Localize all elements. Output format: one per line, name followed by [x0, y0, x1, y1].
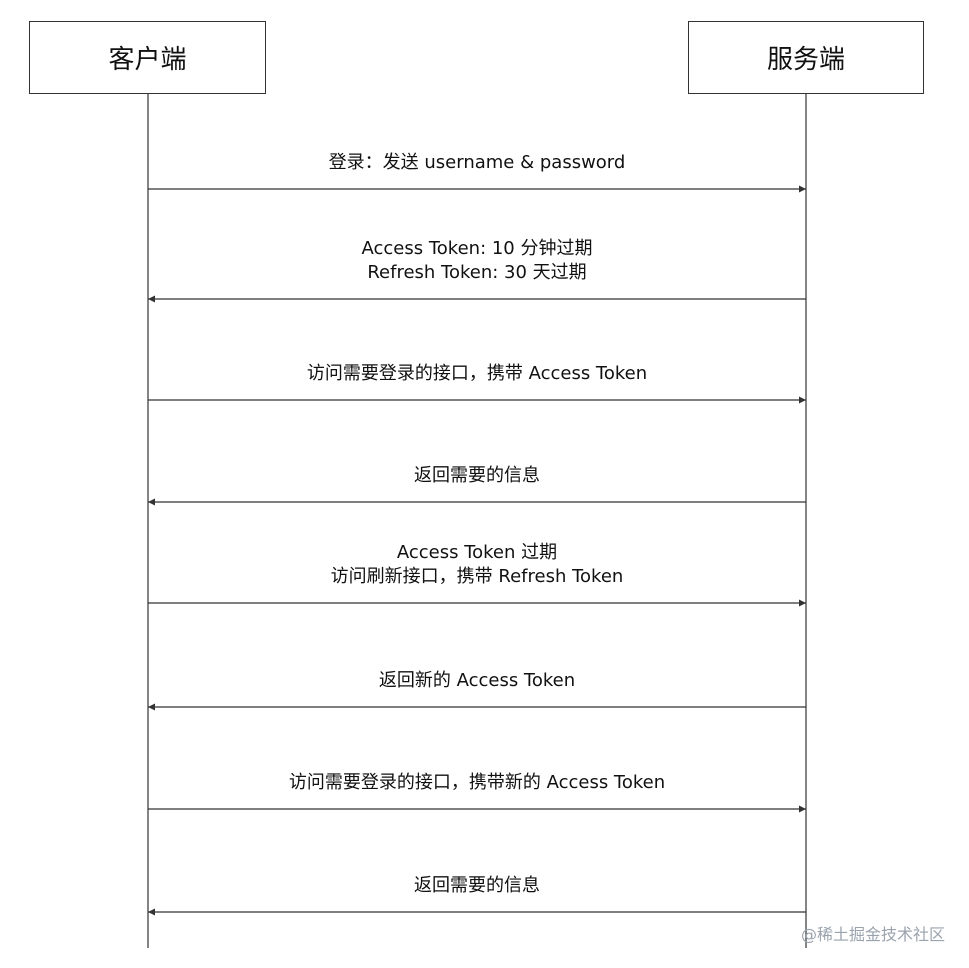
message-label-7-line-1: 访问需要登录的接口，携带新的 Access Token	[288, 772, 666, 793]
message-label-1-line-1: 登录：发送 username & password	[328, 152, 626, 173]
message-label-2-line-1: Access Token: 10 分钟过期	[361, 238, 593, 259]
message-label-4-line-1: 返回需要的信息	[414, 465, 540, 486]
message-label-2-line-2: Refresh Token: 30 天过期	[367, 262, 587, 283]
message-label-8-line-1: 返回需要的信息	[414, 875, 540, 896]
actor-server-label: 服务端	[766, 45, 845, 75]
message-label-3-line-1: 访问需要登录的接口，携带 Access Token	[306, 363, 648, 384]
actor-client-label: 客户端	[108, 45, 187, 75]
actor-client-box: 客户端	[29, 21, 266, 94]
message-label-5-line-2: 访问刷新接口，携带 Refresh Token	[330, 566, 624, 587]
watermark: @稀土掘金技术社区	[800, 925, 945, 944]
message-label-5-line-1: Access Token 过期	[396, 542, 558, 563]
message-label-6-line-1: 返回新的 Access Token	[378, 670, 576, 691]
actor-server-box: 服务端	[688, 21, 924, 94]
